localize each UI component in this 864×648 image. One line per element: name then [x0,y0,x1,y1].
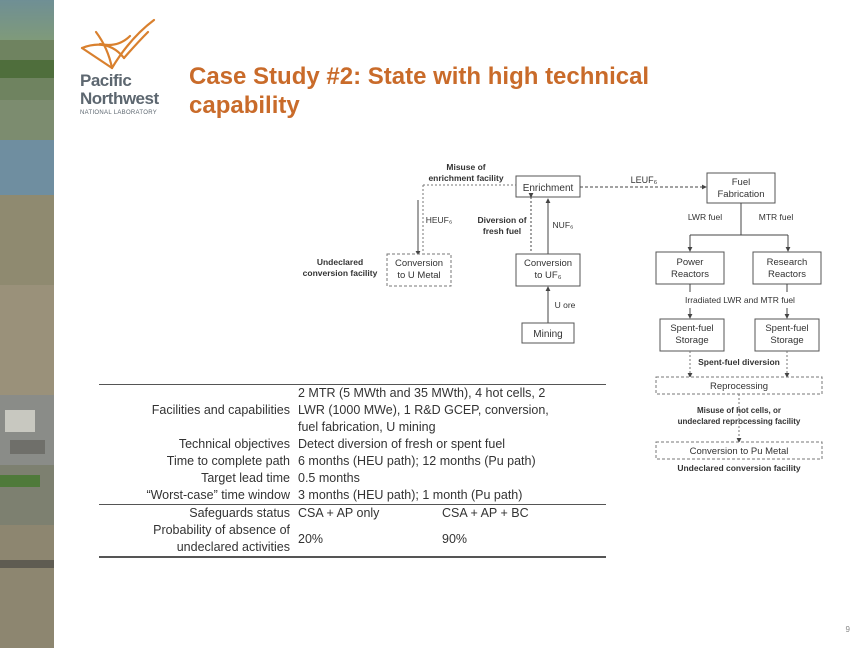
u-ore-label: U ore [555,300,576,310]
worst-value: 3 months (HEU path); 1 month (Pu path) [294,487,606,505]
power-reactors-box [655,251,725,285]
mining-box [521,322,575,344]
undeclared-conv-facility-label: Undeclared conversion facility [677,463,801,473]
conversion-uf6-box [515,253,581,287]
safeguards-b: CSA + AP + BC [442,506,529,520]
table-row: Target lead time 0.5 months [99,470,606,487]
logo-wordmark: Pacific Northwest NATIONAL LABORATORY [80,71,159,117]
facilities-cont-2: fuel fabrication, U mining [298,420,436,434]
logo-line-3: NATIONAL LABORATORY [80,110,158,116]
prob-label-line-1: Probability of absence of [153,523,290,537]
conversion-pu-metal-box [655,441,823,460]
facilities-cont-1: LWR (1000 MWe), 1 R&D GCEP, conversion, [298,403,549,417]
irradiated-label: Irradiated LWR and MTR fuel [685,295,795,305]
case-study-table: 2 MTR (5 MWth and 35 MWth), 4 hot cells,… [99,384,606,558]
research-reactors-box [752,251,822,285]
spent-diversion-label: Spent-fuel diversion [698,357,780,367]
table-row: “Worst-case” time window 3 months (HEU p… [99,487,606,505]
nuf6-label: NUF₆ [553,220,574,230]
table-row: Safeguards status CSA + AP only CSA + AP… [99,505,606,523]
logo-line-2: Northwest [80,89,159,108]
conversion-u-metal-box [386,253,452,287]
side-photo [0,0,54,648]
facilities-label: Facilities and capabilities [151,403,290,417]
page-number: 9 [845,625,850,634]
lead-value: 0.5 months [298,471,360,485]
table-row: Time to complete path 6 months (HEU path… [99,453,606,470]
lwr-fuel-label: LWR fuel [688,212,722,222]
prob-a: 20% [294,522,438,558]
mining-label: Mining [533,329,562,340]
lead-label: Target lead time [201,471,290,485]
conversion-pu-metal-label: Conversion to Pu Metal [690,446,789,457]
facilities-intro: 2 MTR (5 MWth and 35 MWth), 4 hot cells,… [294,384,606,402]
safeguards-a: CSA + AP only [298,506,380,520]
heuf6-label: HEUF₆ [426,215,453,225]
table-row: Probability of absence of undeclared act… [99,522,606,558]
objectives-label: Technical objectives [178,437,290,451]
prob-label-line-2: undeclared activities [176,540,290,554]
table-cell [99,419,294,436]
table-row: 2 MTR (5 MWth and 35 MWth), 4 hot cells,… [99,384,606,402]
slide-title: Case Study #2: State with high technical… [189,63,650,119]
worst-label: “Worst-case” time window [99,487,294,505]
pnnl-logo-icon [80,18,156,70]
fuel-fabrication-box [706,172,776,204]
enrichment-label: Enrichment [523,183,574,194]
objectives-value: Detect diversion of fresh or spent fuel [298,437,506,451]
prob-label: Probability of absence of undeclared act… [99,522,294,558]
spent-storage-1-box [659,318,725,352]
table-row: Technical objectives Detect diversion of… [99,436,606,453]
leuf6-label: LEUF₆ [631,175,658,185]
time-label: Time to complete path [166,454,290,468]
table-cell [99,384,294,402]
table-row: fuel fabrication, U mining [99,419,606,436]
spent-storage-2-box [754,318,820,352]
table-row: Facilities and capabilities LWR (1000 MW… [99,402,606,419]
logo-line-1: Pacific [80,71,132,90]
reprocessing-label: Reprocessing [710,381,768,392]
safeguards-label: Safeguards status [189,506,290,520]
prob-b: 90% [438,522,606,558]
mtr-fuel-label: MTR fuel [759,212,794,222]
time-value: 6 months (HEU path); 12 months (Pu path) [298,454,536,468]
